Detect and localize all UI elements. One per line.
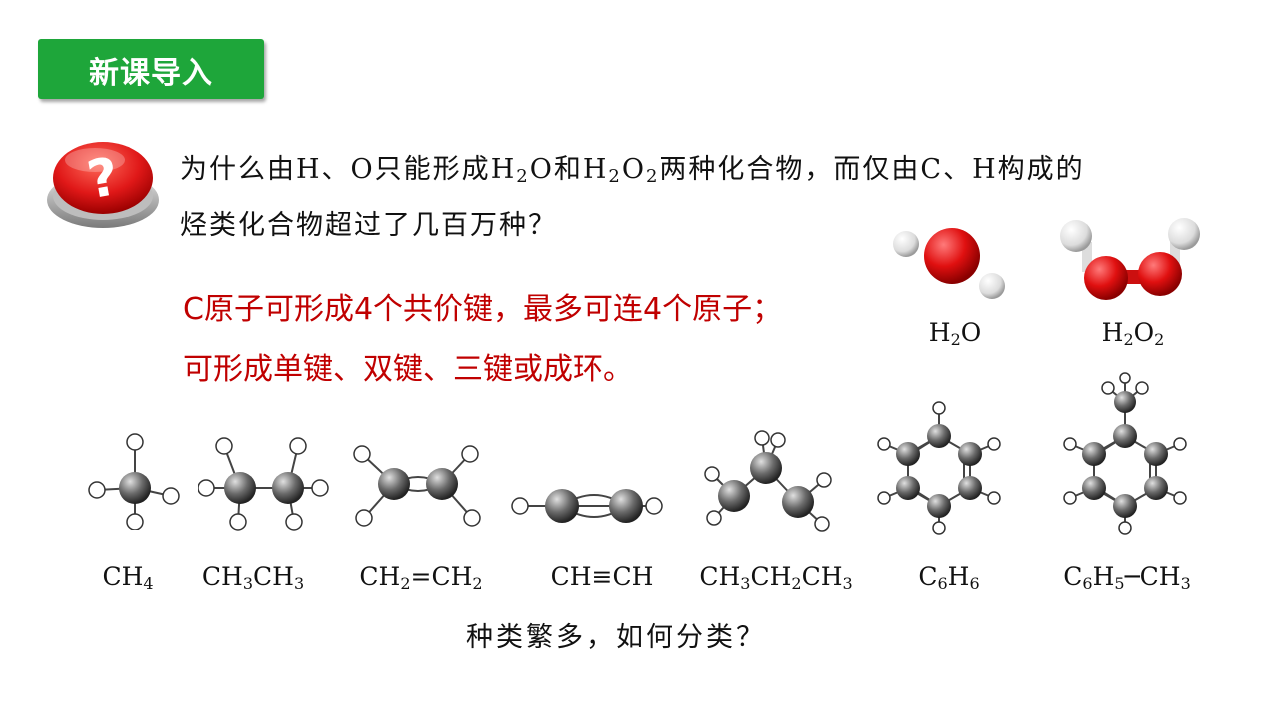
propane-formula: CH3CH2CH3 — [699, 562, 853, 593]
benzene-molecule-model — [877, 401, 1001, 535]
ethene-molecule-model — [353, 445, 481, 527]
section-title: 新课导入 — [89, 56, 213, 91]
closing-question: 种类繁多，如何分类？ — [466, 622, 766, 653]
methane-formula: CH4 — [102, 562, 154, 593]
answer-line-2: 可形成单键、双键、三键或成环。 — [183, 352, 633, 387]
toluene-molecule-model — [1063, 372, 1187, 535]
section-header: 新课导入 — [38, 39, 264, 99]
ethyne-molecule-model — [511, 489, 663, 523]
question-text: 为什么由H、O只能形成H2O和H2O2两种化合物，而仅由C、H构成的 烃类化合物… — [180, 154, 1085, 241]
ethane-formula: CH3CH3 — [201, 562, 305, 593]
question-mark-button-icon: ? — [47, 142, 159, 228]
water-molecule-model — [893, 228, 1005, 299]
toluene-formula: C6H5─CH3 — [1063, 562, 1191, 593]
benzene-formula: C6H6 — [918, 562, 980, 593]
answer-text: C原子可形成4个共价键，最多可连4个原子； 可形成单键、双键、三键或成环。 — [183, 280, 883, 400]
propane-molecule-model — [704, 430, 832, 532]
hydrogen-peroxide-molecule-model — [1060, 218, 1200, 300]
hydrogen-peroxide-formula: H2O2 — [1101, 318, 1165, 349]
water-formula: H2O — [928, 318, 982, 349]
answer-line-1: C原子可形成4个共价键，最多可连4个原子； — [183, 292, 783, 327]
ethene-formula: CH2=CH2 — [359, 562, 483, 593]
ethane-molecule-model — [198, 437, 329, 531]
ethyne-formula: CH≡CH — [550, 562, 654, 591]
methane-molecule-model — [88, 433, 180, 530]
